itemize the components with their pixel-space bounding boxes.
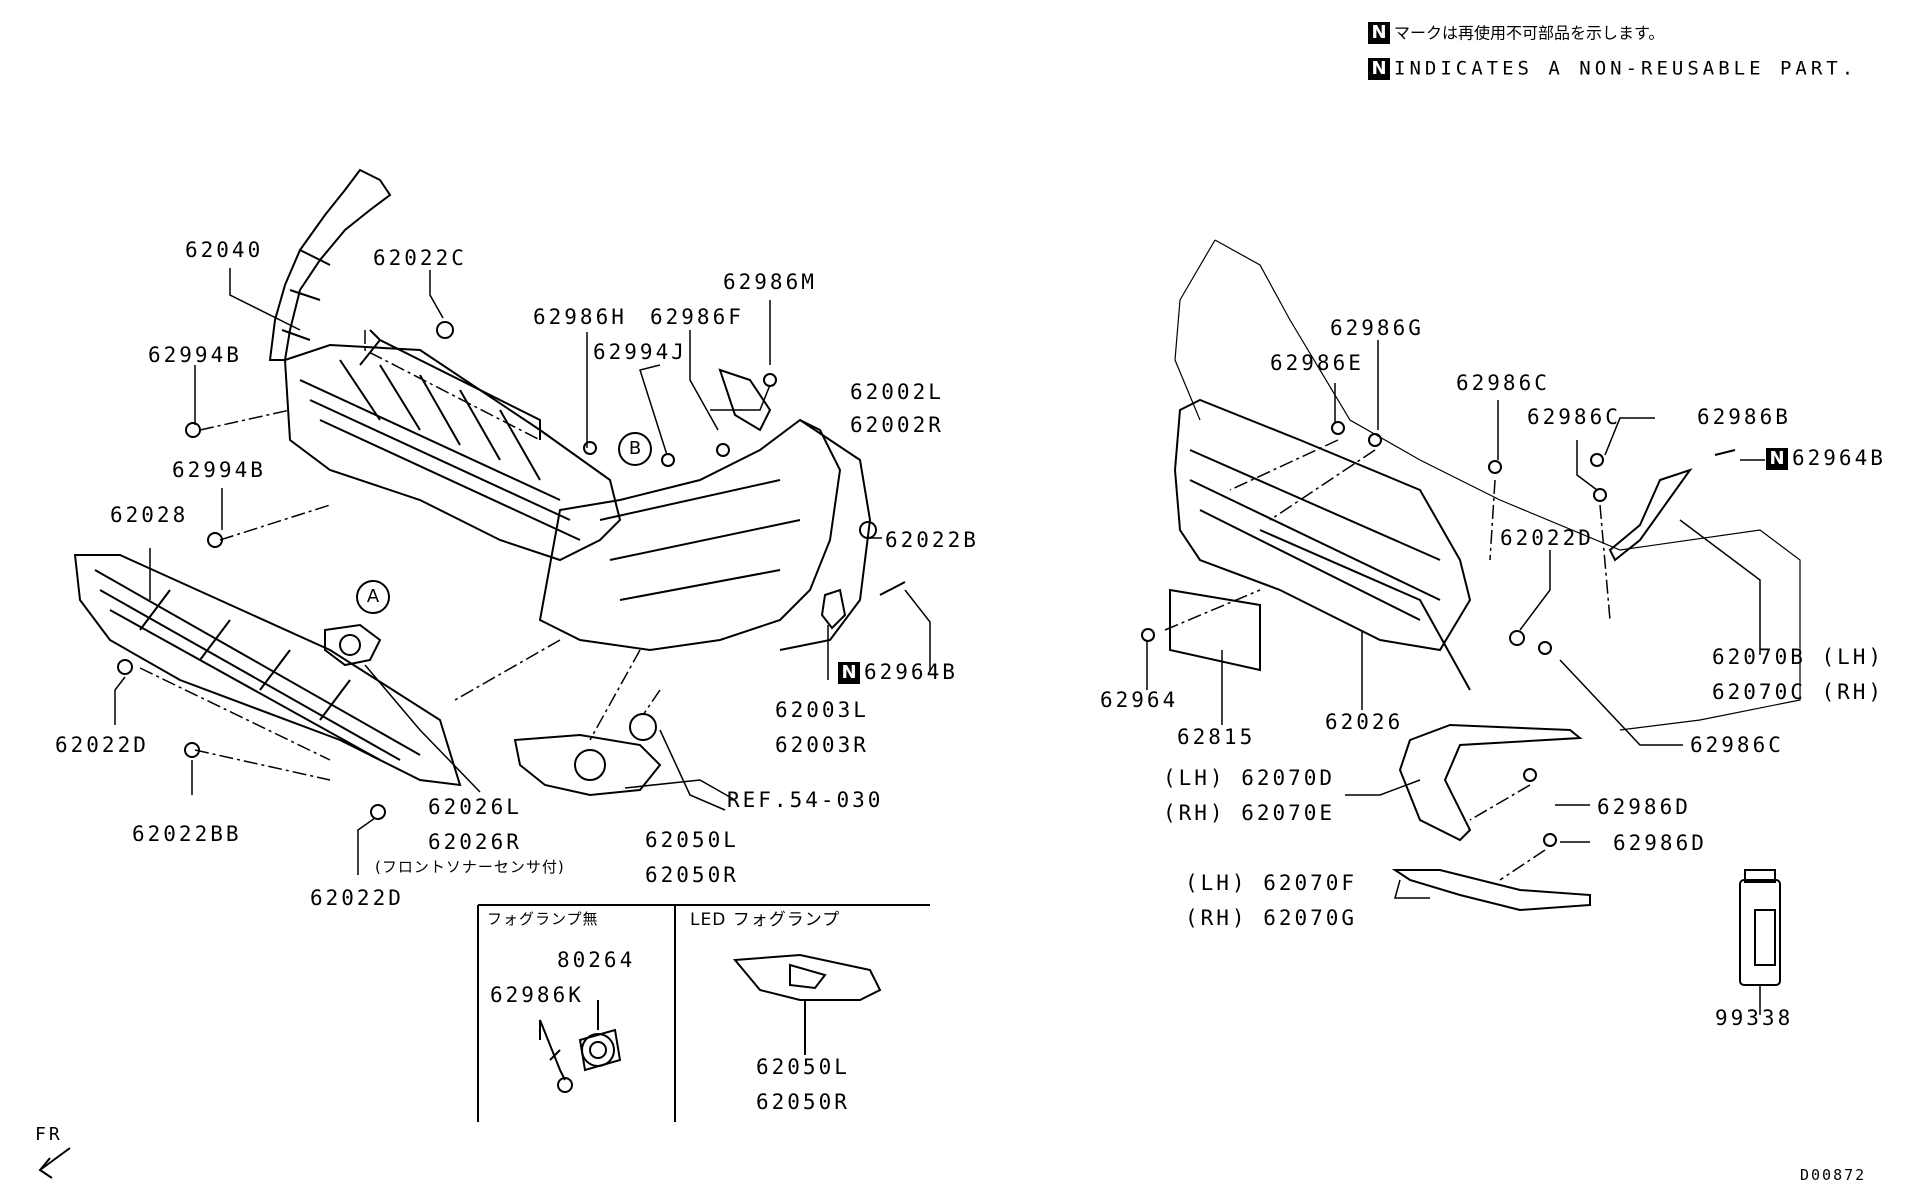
- part-label: 62986C: [1527, 405, 1621, 429]
- part-label: 62002L: [850, 380, 944, 404]
- part-number: 62964B: [1792, 446, 1886, 470]
- n-mark-icon: N: [1766, 448, 1788, 470]
- part-note: (フロントソナーセンサ付): [375, 858, 565, 876]
- part-label: 62040: [185, 238, 264, 262]
- part-label: 62986K: [490, 983, 584, 1007]
- n-mark-icon: N: [1368, 22, 1390, 44]
- callout-b: B: [618, 432, 652, 466]
- part-label: 80264: [557, 948, 636, 972]
- front-direction-arrow: [38, 1147, 71, 1179]
- left-leader-lines: [114, 268, 931, 875]
- part-label: 62986C: [1456, 371, 1550, 395]
- part-label: 62022D: [1500, 526, 1594, 550]
- part-label: 99338: [1715, 1006, 1794, 1030]
- n-mark-icon: N: [838, 662, 860, 684]
- part-label: 62026L: [428, 795, 522, 819]
- part-label: 62986M: [723, 270, 817, 294]
- part-label: (RH) 62070G: [1185, 906, 1358, 930]
- part-label: 62986F: [650, 305, 744, 329]
- part-label: 62986C: [1690, 733, 1784, 757]
- front-direction-label: FR: [35, 1124, 63, 1145]
- part-label: 62003L: [775, 698, 869, 722]
- n-mark-icon: N: [1368, 58, 1390, 80]
- part-label: 62003R: [775, 733, 869, 757]
- inset-frames: [477, 904, 930, 1122]
- inset-title-no-fog: フォグランプ無: [487, 910, 599, 928]
- part-label: (LH) 62070D: [1163, 766, 1336, 790]
- part-label: 62986D: [1597, 795, 1691, 819]
- rear-bumper-right-drawing: [1141, 239, 1801, 986]
- part-label: 62986G: [1330, 316, 1424, 340]
- part-label: 62002R: [850, 413, 944, 437]
- front-bumper-left-drawing: [73, 168, 906, 820]
- reference-label: REF.54-030: [727, 788, 884, 812]
- part-label: 62022B: [885, 528, 979, 552]
- part-label: 62964: [1100, 688, 1179, 712]
- nonreusable-note-jp-text: マークは再使用不可部品を示します。: [1394, 23, 1665, 43]
- part-label: 62994B: [148, 343, 242, 367]
- part-label: 62986E: [1270, 351, 1364, 375]
- callout-a: A: [356, 580, 390, 614]
- part-number: 62964B: [864, 660, 958, 684]
- part-label: 62050R: [756, 1090, 850, 1114]
- inset-fog-cover-drawing: [539, 1000, 622, 1093]
- part-label: 62986B: [1697, 405, 1791, 429]
- part-label: 62022BB: [132, 822, 242, 846]
- part-label: 62070B (LH): [1712, 645, 1885, 669]
- part-label: 62986H: [533, 305, 627, 329]
- part-label: 62022D: [310, 886, 404, 910]
- part-label: 62050R: [645, 863, 739, 887]
- part-label: 62070C (RH): [1712, 680, 1885, 704]
- inset-title-led-fog: LED フォグランプ: [690, 910, 841, 930]
- nonreusable-note-en-text: INDICATES A NON-REUSABLE PART.: [1394, 57, 1858, 80]
- part-label: 62026: [1325, 710, 1404, 734]
- part-label: 62986D: [1613, 831, 1707, 855]
- part-label: 62050L: [756, 1055, 850, 1079]
- part-label: 62050L: [645, 828, 739, 852]
- part-label: 62994B: [172, 458, 266, 482]
- part-label: 62815: [1177, 725, 1256, 749]
- part-label: 62022C: [373, 246, 467, 270]
- diagram-code: D00872: [1800, 1166, 1867, 1184]
- part-label: 62028: [110, 503, 189, 527]
- part-label: 62022D: [55, 733, 149, 757]
- part-label: 62994J: [593, 340, 687, 364]
- part-label: (RH) 62070E: [1163, 801, 1336, 825]
- part-label: (LH) 62070F: [1185, 871, 1358, 895]
- part-label: 62026R: [428, 830, 522, 854]
- right-leader-lines: [1146, 340, 1765, 1015]
- inset-led-fog-drawing: [732, 953, 882, 1055]
